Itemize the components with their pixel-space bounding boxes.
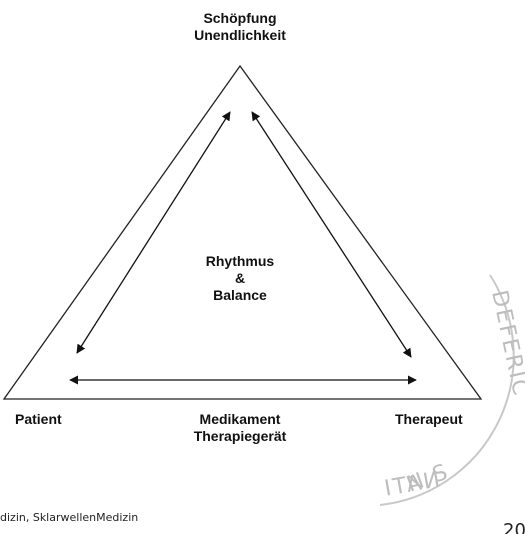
center-line3: Balance [213,287,267,303]
bottom-edge-line2: Therapiegerät [193,428,287,444]
outer-triangle [2,64,483,400]
bottom-edge-line1: Medikament [199,411,281,427]
top-vertex-line2: Unendlichkeit [194,27,286,43]
arrow-right-edge [251,111,412,358]
right-vertex-label: Therapeut [395,411,463,428]
top-vertex-label: Schöpfung Unendlichkeit [180,10,300,44]
arrow-left-edge [76,111,231,354]
left-vertex-label: Patient [15,411,62,428]
center-line1: Rhythmus [205,253,275,269]
stamp-circle [379,274,515,506]
bottom-edge-label: Medikament Therapiegerät [170,411,310,445]
footer-text: dizin, SklarwellenMedizin [0,511,139,524]
center-label: Rhythmus & Balance [190,253,290,304]
top-vertex-line1: Schöpfung [203,10,277,26]
left-vertex-text: Patient [15,411,62,427]
center-line2: & [234,270,246,286]
stamp-text-right: DEFERIC [486,288,525,399]
page-number: 20 [503,520,525,534]
right-vertex-text: Therapeut [395,411,463,427]
